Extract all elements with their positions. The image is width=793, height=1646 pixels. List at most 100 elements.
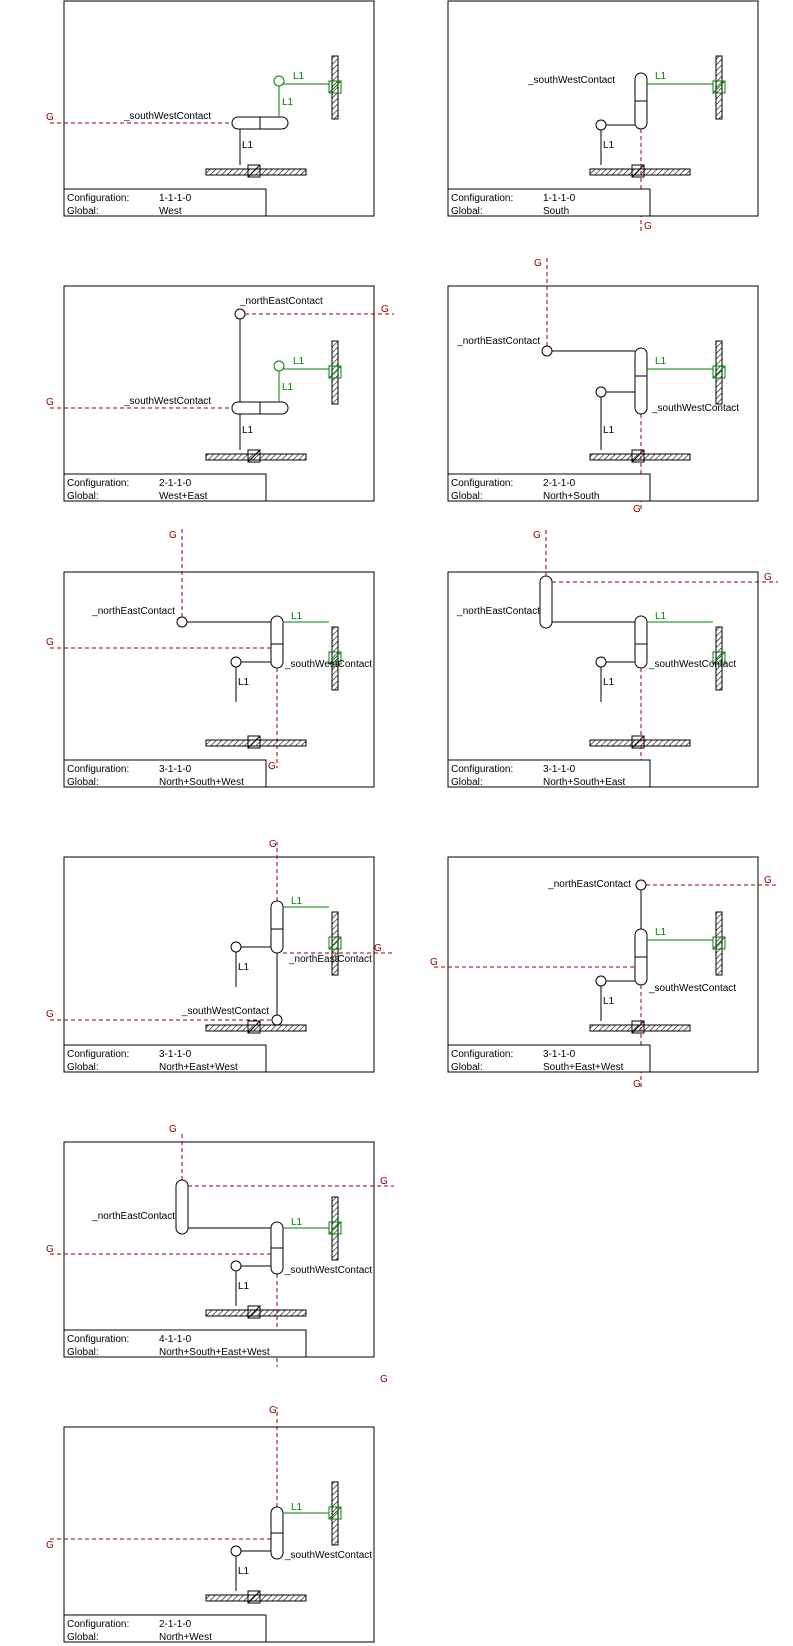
global-value: North+South+West — [159, 777, 244, 788]
configuration-label: Configuration: — [67, 1619, 129, 1630]
north-east-contact-pill — [539, 575, 553, 629]
layer-label-bottom: L1 — [238, 677, 250, 688]
guide-label-west: G — [46, 1540, 54, 1551]
panel-9: L1_northEastContactGGL1_southWestContact… — [46, 1124, 394, 1367]
bottom-terminal — [589, 735, 691, 749]
bottom-rail — [205, 1024, 307, 1032]
global-value: North+South+East — [543, 777, 625, 788]
guide-label-east: G — [380, 1374, 388, 1385]
global-value: West+East — [159, 491, 208, 502]
lower-circle — [230, 1545, 242, 1557]
right-terminal — [712, 911, 726, 976]
panel-frame — [63, 0, 375, 217]
right-terminal-diagonal — [328, 80, 342, 94]
green-junction — [273, 360, 285, 372]
bottom-terminal — [589, 449, 691, 463]
guide-label-east: G — [381, 304, 389, 315]
right-terminal-diagonal — [328, 936, 342, 950]
panel-4: L1_northEastContactGL1_southWestContactG… — [447, 256, 759, 515]
guide-label-south: G — [633, 1079, 641, 1090]
right-terminal — [328, 626, 342, 691]
lower-circle — [595, 386, 607, 398]
bottom-terminal-box — [247, 1020, 261, 1034]
panel-frame — [447, 856, 759, 1073]
configuration-label: Configuration: — [451, 764, 513, 775]
bottom-terminal — [205, 735, 307, 749]
south-west-contact-label: _southWestContact — [648, 983, 736, 994]
configuration-value: 2-1-1-0 — [543, 478, 576, 489]
layer-label-bottom: L1 — [603, 677, 615, 688]
layer-label-top: L1 — [291, 611, 303, 622]
lower-circle — [595, 119, 607, 131]
bottom-terminal-box — [247, 449, 261, 463]
panel-6: L1_northEastContactGGL1_southWestContact… — [447, 527, 778, 788]
info-box-frame — [63, 188, 267, 217]
right-terminal-diagonal — [712, 936, 726, 950]
south-west-contact-circle — [271, 1014, 283, 1026]
layer-label-bottom: L1 — [238, 1281, 250, 1292]
configuration-label: Configuration: — [67, 1334, 129, 1345]
layer-label-top: L1 — [291, 1217, 303, 1228]
info-box-frame — [447, 473, 651, 502]
bottom-terminal-box — [631, 735, 645, 749]
layer-label-top: L1 — [655, 71, 667, 82]
south-west-contact-pill — [634, 615, 648, 669]
global-value: North+South+East+West — [159, 1347, 270, 1358]
global-label: Global: — [451, 491, 483, 502]
north-east-contact-circle — [234, 308, 246, 320]
lower-circle — [230, 941, 242, 953]
south-west-contact-label: _southWestContact — [648, 659, 736, 670]
bottom-rail — [589, 453, 691, 461]
info-box: Configuration:3-1-1-0Global:North+East+W… — [63, 1044, 267, 1073]
bottom-terminal — [205, 164, 307, 178]
right-terminal — [328, 340, 342, 405]
configuration-value: 2-1-1-0 — [159, 478, 192, 489]
layer-label-bottom: L1 — [242, 140, 254, 151]
info-box-frame — [63, 1614, 267, 1643]
right-terminal-diagonal — [712, 651, 726, 665]
configuration-label: Configuration: — [451, 193, 513, 204]
right-terminal-box — [712, 651, 726, 665]
panel-1: L1L1L1_southWestContactGConfiguration:1-… — [46, 0, 375, 217]
configuration-value: 4-1-1-0 — [159, 1334, 192, 1345]
bottom-terminal-diagonal — [631, 164, 645, 178]
layer-label-mid: L1 — [282, 382, 294, 393]
bottom-rail — [589, 1024, 691, 1032]
layer-label-top: L1 — [655, 611, 667, 622]
bottom-terminal — [205, 1020, 307, 1034]
configuration-label: Configuration: — [67, 478, 129, 489]
guide-label-north: G — [534, 258, 542, 269]
configuration-value: 1-1-1-0 — [543, 193, 576, 204]
bottom-terminal-box — [247, 164, 261, 178]
layer-label-bottom: L1 — [603, 140, 615, 151]
bottom-terminal-diagonal — [247, 735, 261, 749]
panel-frame — [63, 571, 375, 788]
bottom-terminal-diagonal — [247, 1020, 261, 1034]
bottom-terminal-diagonal — [631, 735, 645, 749]
right-terminal-box — [712, 365, 726, 379]
bottom-terminal — [205, 449, 307, 463]
right-terminal-diagonal — [328, 1221, 342, 1235]
right-terminal-box — [712, 936, 726, 950]
bottom-rail — [589, 739, 691, 747]
south-west-contact-label: _southWestContact — [284, 1265, 372, 1276]
south-west-contact-label: _southWestContact — [123, 396, 211, 407]
bottom-terminal-diagonal — [247, 1305, 261, 1319]
global-value: South — [543, 206, 569, 217]
north-east-contact-label: _northEastContact — [91, 606, 175, 617]
layer-label-top: L1 — [655, 356, 667, 367]
configuration-label: Configuration: — [451, 1049, 513, 1060]
right-terminal — [712, 626, 726, 691]
guide-label-north: G — [269, 1405, 277, 1416]
panel-frame — [63, 285, 375, 502]
layer-label-bottom: L1 — [242, 425, 254, 436]
north-east-contact-circle — [176, 616, 188, 628]
south-west-contact-label: _southWestContact — [284, 659, 372, 670]
info-box-frame — [63, 1044, 267, 1073]
panel-frame — [63, 856, 375, 1073]
right-terminal-diagonal — [712, 365, 726, 379]
bottom-terminal — [205, 1305, 307, 1319]
guide-label-east: G — [380, 1176, 388, 1187]
